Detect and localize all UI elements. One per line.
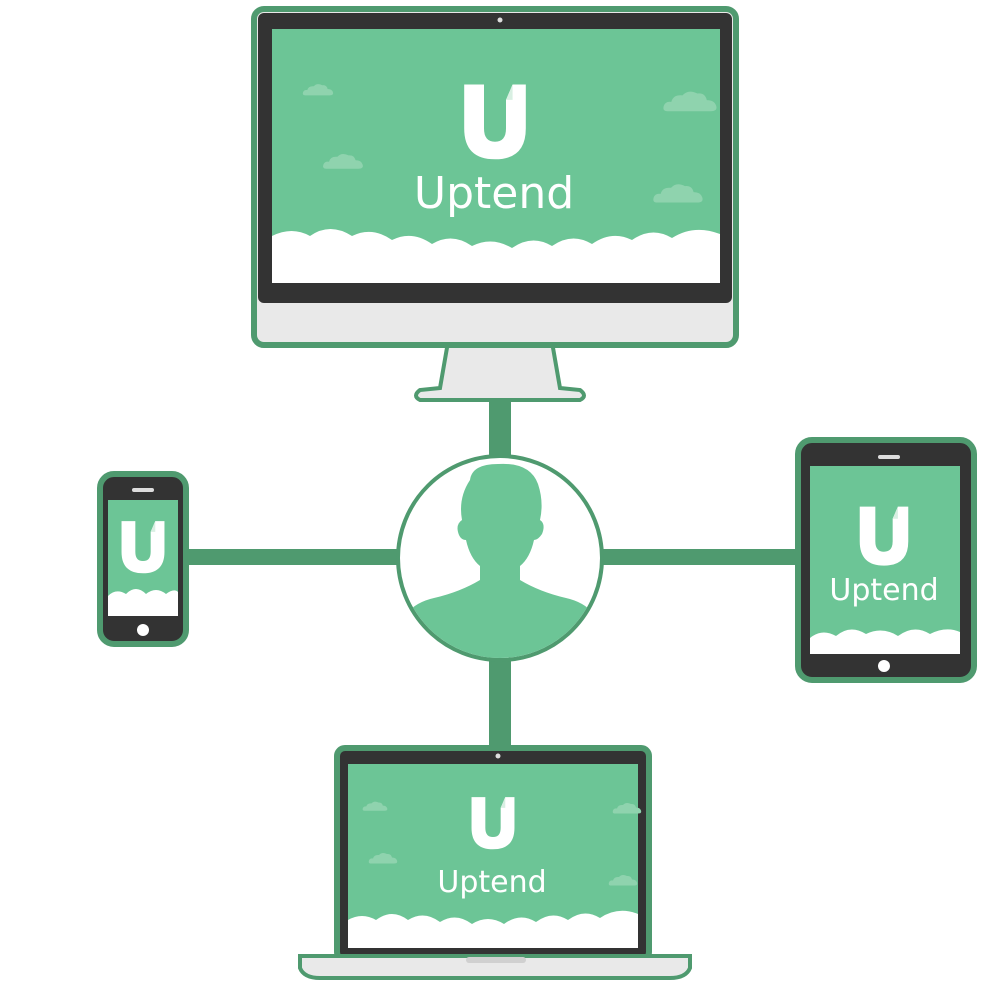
tablet-speaker	[878, 455, 900, 459]
connector-left	[182, 549, 398, 565]
cloud-bank	[108, 589, 178, 616]
cloud-bank	[810, 629, 960, 654]
tablet-home-button	[878, 660, 890, 672]
laptop-device: Uptend	[298, 745, 692, 980]
cloud-bank	[272, 229, 720, 283]
webcam-icon	[497, 17, 503, 23]
webcam-icon	[495, 753, 501, 759]
laptop-notch	[466, 957, 526, 963]
laptop-brand-text: Uptend	[437, 865, 546, 900]
connector-right	[602, 549, 800, 565]
user-hub	[396, 454, 604, 662]
desktop-brand-text: Uptend	[414, 168, 574, 219]
laptop-base	[298, 954, 692, 980]
cloud-bank	[348, 910, 638, 948]
user-silhouette-icon	[400, 463, 600, 658]
tablet-brand-text: Uptend	[829, 573, 938, 608]
phone-device	[97, 471, 189, 647]
phone-speaker	[132, 488, 154, 492]
connector-lines	[182, 398, 800, 752]
phone-home-button	[137, 624, 149, 636]
connector-top	[489, 398, 511, 460]
tablet-device: Uptend	[795, 437, 977, 683]
monitor-stand	[414, 340, 586, 402]
connector-bottom	[489, 660, 511, 752]
desktop-monitor: Uptend	[251, 6, 739, 402]
